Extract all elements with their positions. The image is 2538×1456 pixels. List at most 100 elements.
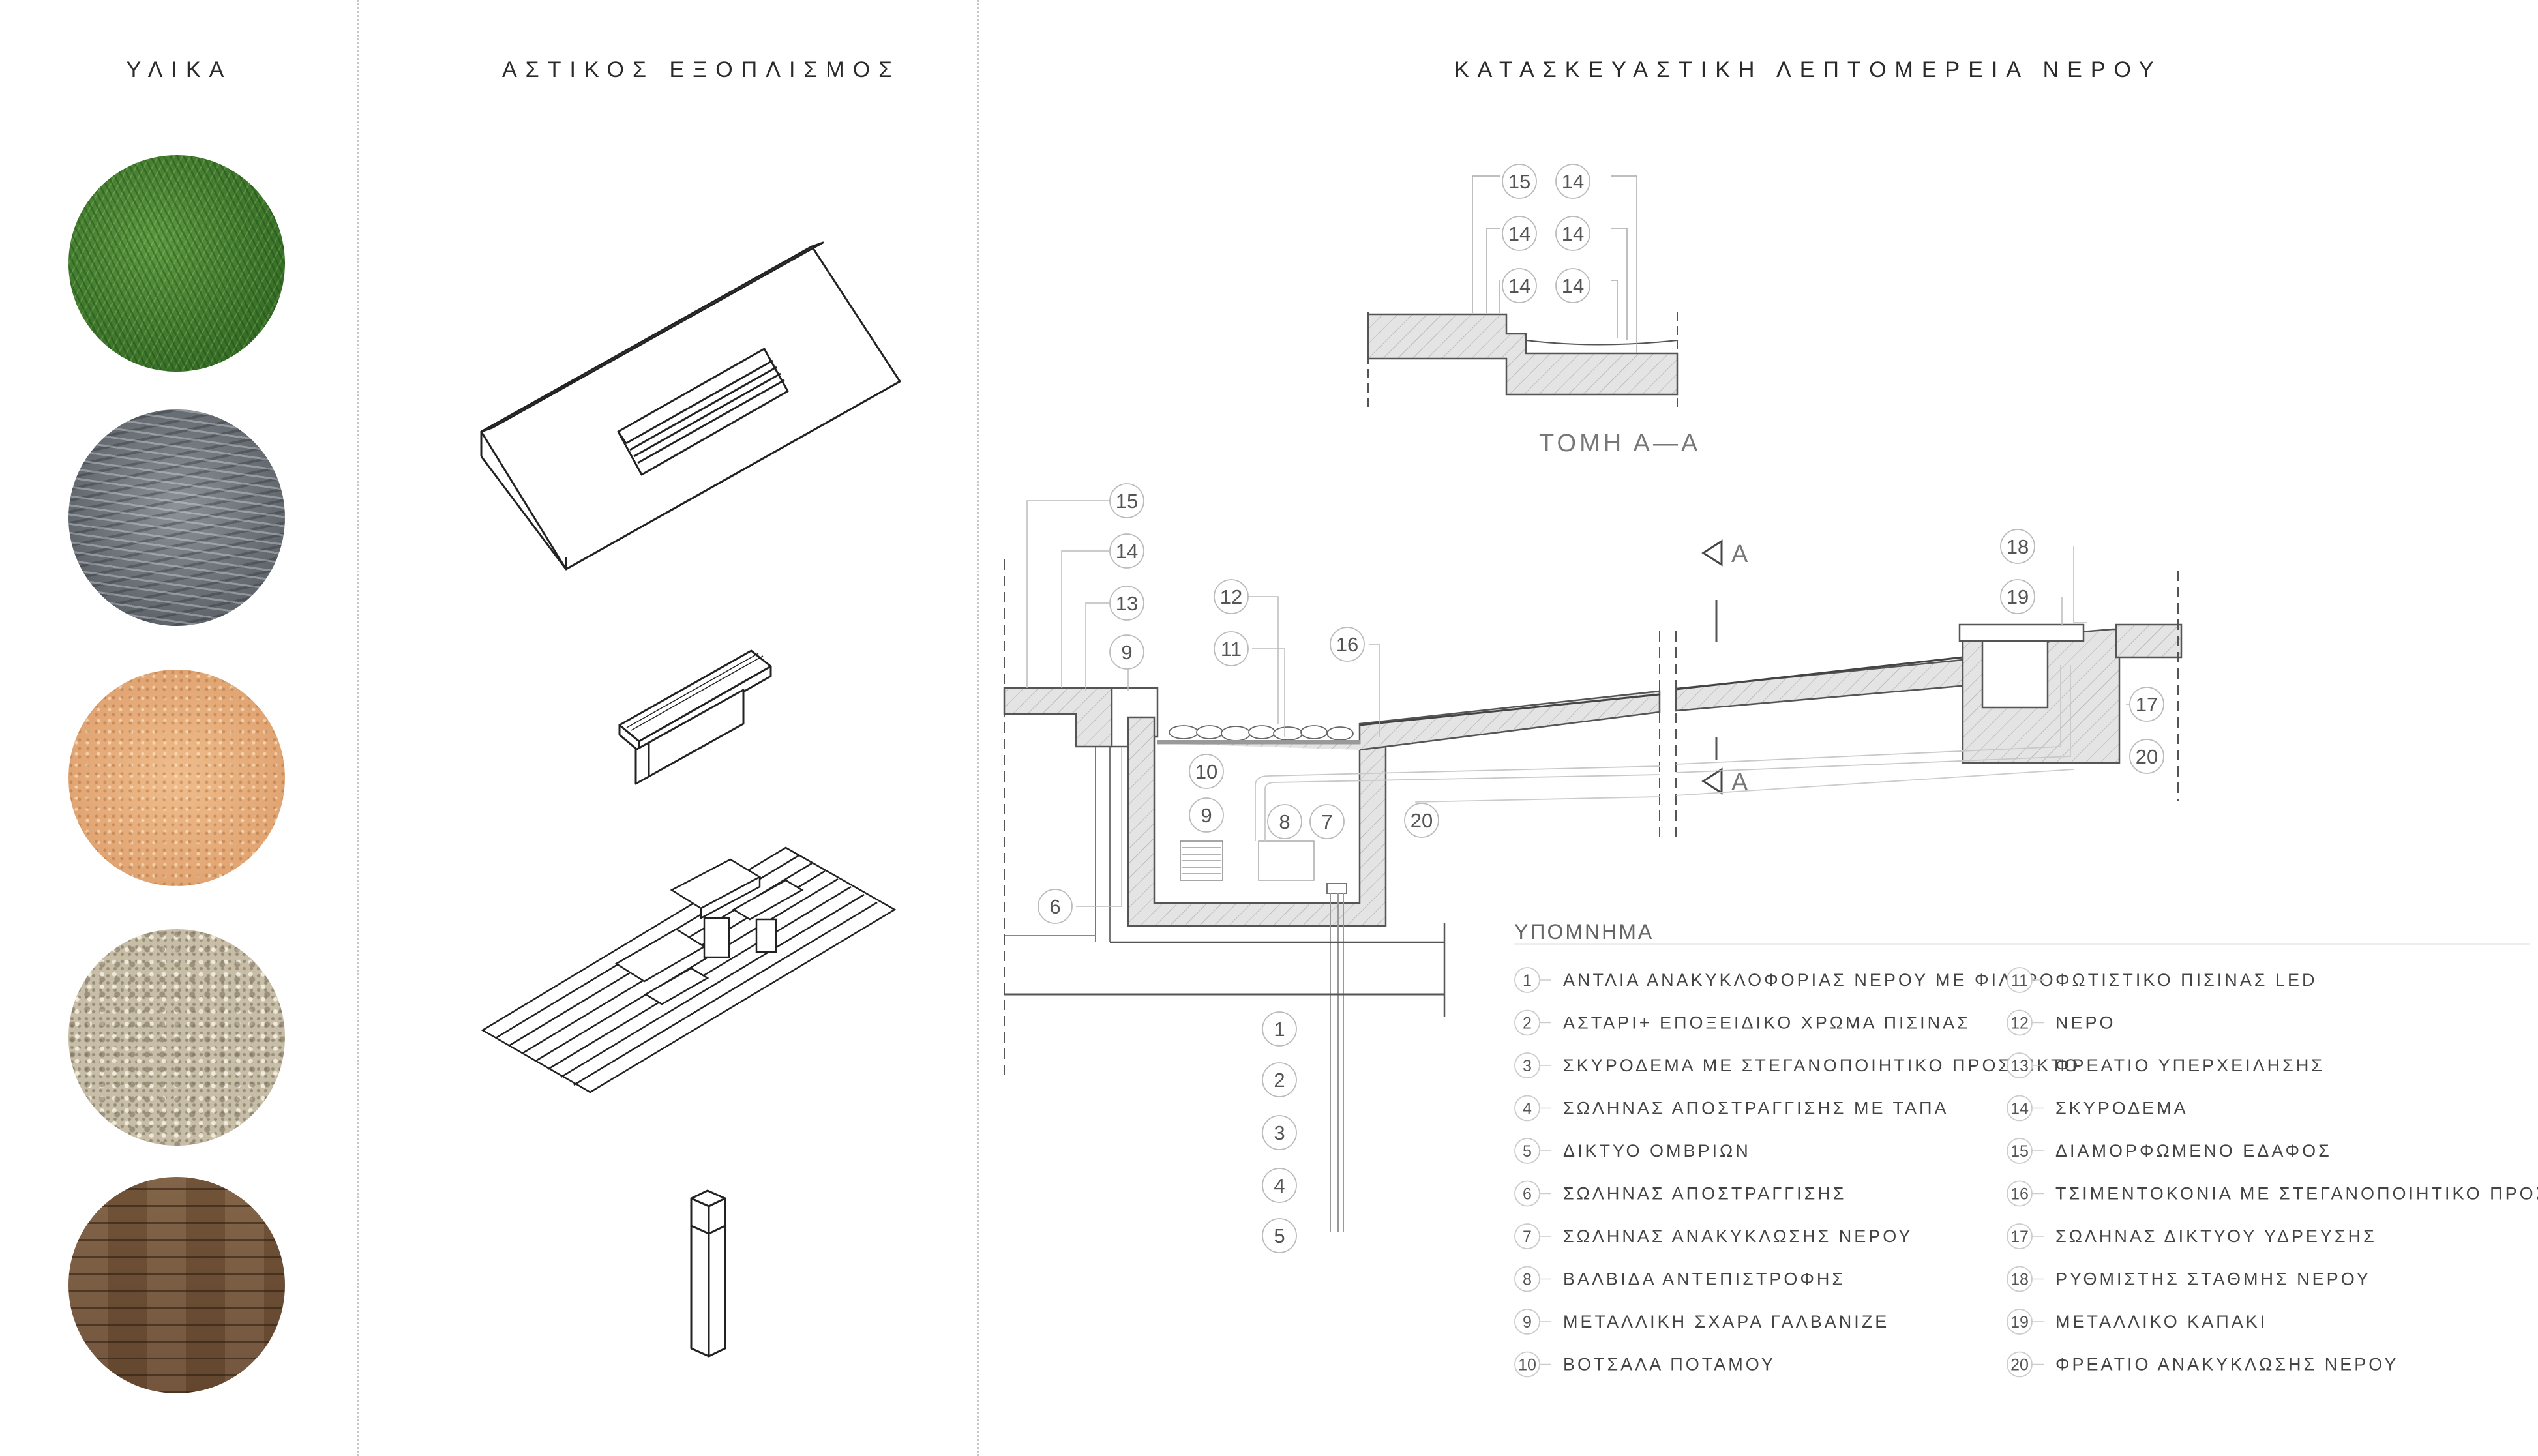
legend-item-number: 4 — [1523, 1100, 1532, 1118]
legend-item: 14 ΣΚΥΡΟΔΕΜΑ — [2007, 1095, 2188, 1122]
legend-title: ΥΠΟΜΝΗΜΑ — [1514, 920, 1654, 943]
legend-item-label: ΡΥΘΜΙΣΤΗΣ ΣΤΑΘΜΗΣ ΝΕΡΟΥ — [2055, 1270, 2371, 1289]
water-detail-section — [1003, 539, 2183, 1232]
callout-bubble: 17 — [2129, 687, 2164, 722]
callout-number: 14 — [1116, 540, 1138, 563]
water-material-swatch — [68, 409, 285, 626]
callout-bubble: 18 — [2000, 529, 2035, 564]
callout-number: 13 — [1116, 592, 1138, 615]
urban-furniture-title: ΑΣΤΙΚΟΣ ΕΞΟΠΛΙΣΜΟΣ — [502, 57, 901, 82]
sand-material-swatch — [68, 670, 285, 886]
callout-bubble: 19 — [2000, 579, 2035, 614]
legend-item-number: 6 — [1523, 1185, 1532, 1204]
legend-item-label: ΣΩΛΗΝΑΣ ΔΙΚΤΥΟΥ ΥΔΡΕΥΣΗΣ — [2055, 1226, 2377, 1246]
legend-item: 3 ΣΚΥΡΟΔΕΜΑ ΜΕ ΣΤΕΓΑΝΟΠΟΙΗΤΙΚΟ ΠΡΟΣΜΙΚΤΟ — [1514, 1052, 2080, 1078]
legend-item-label: ΣΩΛΗΝΑΣ ΑΠΟΣΤΡΑΓΓΙΣΗΣ ΜΕ ΤΑΠΑ — [1563, 1099, 1948, 1118]
legend-item-number: 2 — [1523, 1015, 1532, 1033]
legend-item-label: ΝΕΡΟ — [2055, 1013, 2116, 1033]
legend-item: 18 ΡΥΘΜΙΣΤΗΣ ΣΤΑΘΜΗΣ ΝΕΡΟΥ — [2007, 1266, 2371, 1292]
callout-number: 4 — [1274, 1174, 1285, 1197]
callout-bubble: 9 — [1109, 634, 1144, 670]
legend-item-number: 8 — [1523, 1271, 1532, 1289]
callout-number: 14 — [1508, 275, 1530, 297]
legend-item-number: 19 — [2010, 1313, 2029, 1331]
callout-number: 14 — [1562, 222, 1584, 245]
legend-item-number: 14 — [2010, 1100, 2029, 1118]
section-a-a-label: ΤΟΜΗ Α—Α — [1539, 430, 1701, 457]
legend-item-number: 18 — [2010, 1271, 2029, 1289]
callout-number: 7 — [1321, 810, 1332, 833]
callout-leaders — [1026, 500, 2132, 907]
legend-item-number: 3 — [1523, 1057, 1532, 1075]
legend-item: 17 ΣΩΛΗΝΑΣ ΔΙΚΤΥΟΥ ΥΔΡΕΥΣΗΣ — [2007, 1223, 2377, 1249]
callout-bubble: 14 — [1555, 216, 1590, 251]
legend-item-label: ΣΚΥΡΟΔΕΜΑ — [2055, 1099, 2188, 1118]
bollard-light-furniture — [690, 1189, 726, 1358]
legend-item-label: ΒΟΤΣΑΛΑ ΠΟΤΑΜΟΥ — [1563, 1355, 1776, 1374]
legend-item: 6 ΣΩΛΗΝΑΣ ΑΠΟΣΤΡΑΓΓΙΣΗΣ — [1514, 1180, 1846, 1207]
callout-bubble: 8 — [1267, 804, 1302, 839]
callout-number: 14 — [1508, 222, 1530, 245]
callout-number: 5 — [1274, 1225, 1285, 1247]
callout-bubble: 10 — [1189, 754, 1224, 789]
column-divider-2 — [977, 0, 979, 1456]
legend-item-label: ΔΙΑΜΟΡΦΩΜΕΝΟ ΕΔΑΦΟΣ — [2055, 1141, 2332, 1161]
legend-item-label: ΣΩΛΗΝΑΣ ΑΝΑΚΥΚΛΩΣΗΣ ΝΕΡΟΥ — [1563, 1226, 1913, 1246]
legend-item: 13 ΦΡΕΑΤΙΟ ΥΠΕΡΧΕΙΛΗΣΗΣ — [2007, 1052, 2325, 1078]
callout-bubble: 14 — [1555, 268, 1590, 303]
callout-bubble: 16 — [1330, 627, 1365, 662]
callout-number: 11 — [1221, 638, 1242, 661]
bench-furniture — [618, 649, 772, 785]
deck-with-tables-furniture — [481, 846, 897, 1093]
legend-item-label: ΑΝΤΛΙΑ ΑΝΑΚΥΚΛΟΦΟΡΙΑΣ ΝΕΡΟΥ ΜΕ ΦΙΛΤΡΟ — [1563, 970, 2056, 990]
legend-item-number: 13 — [2010, 1057, 2029, 1075]
grass-material-swatch — [68, 155, 285, 372]
callout-bubble: 11 — [1214, 631, 1249, 666]
callout-number: 15 — [1508, 170, 1530, 193]
callout-number: 12 — [1220, 586, 1242, 608]
callout-bubble: 2 — [1262, 1062, 1297, 1097]
legend-item-number: 17 — [2010, 1228, 2029, 1246]
callout-number: 3 — [1274, 1122, 1285, 1144]
callout-number: 9 — [1201, 804, 1212, 827]
terrazzo-material-swatch — [68, 929, 285, 1146]
callout-bubble: 5 — [1262, 1218, 1297, 1253]
callout-number: 18 — [2007, 535, 2029, 558]
legend-item-label: ΣΩΛΗΝΑΣ ΑΠΟΣΤΡΑΓΓΙΣΗΣ — [1563, 1184, 1846, 1204]
legend-item-label: ΣΚΥΡΟΔΕΜΑ ΜΕ ΣΤΕΓΑΝΟΠΟΙΗΤΙΚΟ ΠΡΟΣΜΙΚΤΟ — [1563, 1056, 2080, 1075]
legend-item-number: 7 — [1523, 1228, 1532, 1246]
legend-item-label: ΤΣΙΜΕΝΤΟΚΟΝΙΑ ΜΕ ΣΤΕΓΑΝΟΠΟΙΗΤΙΚΟ ΠΡΟΣΜΕΙ… — [2055, 1184, 2538, 1204]
legend-item: 12 ΝΕΡΟ — [2007, 1009, 2116, 1036]
callout-bubble: 15 — [1109, 483, 1144, 518]
callout-number: 6 — [1049, 895, 1060, 918]
legend-item-number: 15 — [2010, 1142, 2029, 1161]
legend-item-number: 1 — [1523, 972, 1532, 990]
legend-item: 8 ΒΑΛΒΙΔΑ ΑΝΤΕΠΙΣΤΡΟΦΗΣ — [1514, 1266, 1845, 1292]
callout-number: 19 — [2007, 586, 2029, 608]
callout-number: 20 — [2136, 745, 2158, 768]
callout-bubble: 14 — [1502, 268, 1537, 303]
callout-bubble: 15 — [1502, 164, 1537, 199]
wood-material-swatch — [68, 1177, 285, 1393]
water-detail-title: ΚΑΤΑΣΚΕΥΑΣΤΙΚΗ ΛΕΠΤΟΜΕΡΕΙΑ ΝΕΡΟΥ — [1454, 57, 2162, 82]
legend-item-label: ΒΑΛΒΙΔΑ ΑΝΤΕΠΙΣΤΡΟΦΗΣ — [1563, 1270, 1845, 1289]
materials-title: ΥΛΙΚΑ — [126, 57, 233, 82]
callout-number: 16 — [1336, 633, 1358, 656]
legend-item-label: ΦΡΕΑΤΙΟ ΥΠΕΡΧΕΙΛΗΣΗΣ — [2055, 1056, 2325, 1075]
callout-bubble: 1 — [1262, 1011, 1297, 1047]
legend-item-number: 5 — [1523, 1142, 1532, 1161]
legend-item-number: 12 — [2010, 1015, 2029, 1033]
legend-item-number: 9 — [1523, 1313, 1532, 1331]
legend-item: 7 ΣΩΛΗΝΑΣ ΑΝΑΚΥΚΛΩΣΗΣ ΝΕΡΟΥ — [1514, 1223, 1913, 1249]
callout-bubble: 6 — [1038, 889, 1073, 924]
callout-number: 10 — [1195, 760, 1217, 783]
